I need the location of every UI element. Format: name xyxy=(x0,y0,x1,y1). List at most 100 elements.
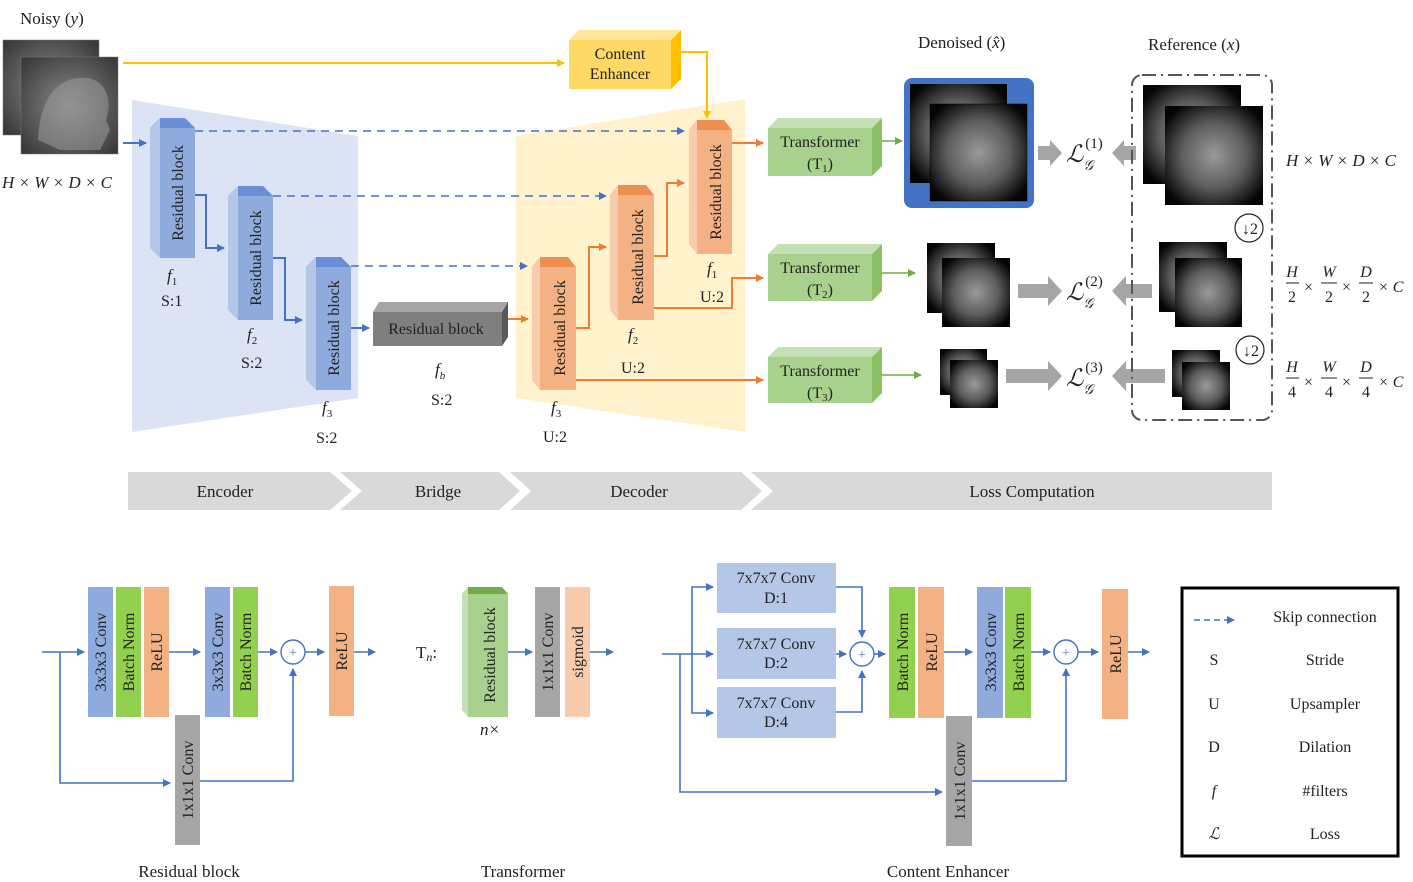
svg-text:Decoder: Decoder xyxy=(610,482,668,501)
bridge-param: S:2 xyxy=(431,392,452,409)
encoder-1-param: S:1 xyxy=(161,293,182,310)
denoised-image-scale-2 xyxy=(927,243,1010,327)
ce-bn-2 xyxy=(1005,587,1031,718)
ce-conv7-d2 xyxy=(717,628,836,679)
svg-text:Residual block: Residual block xyxy=(326,280,343,376)
ce-relu-1 xyxy=(918,587,944,718)
rb-relu-1 xyxy=(144,587,169,717)
reference-image-scale-2 xyxy=(1159,242,1242,327)
decoder-3-param: U:2 xyxy=(543,429,567,446)
svg-text:7x7x7 Conv: 7x7x7 Conv xyxy=(737,695,816,712)
svg-text:Residual block: Residual block xyxy=(708,144,725,240)
reference-title: Reference (x) xyxy=(1148,35,1240,54)
svg-text:Residual block: Residual block xyxy=(388,321,484,338)
svg-text:n×: n× xyxy=(480,720,500,739)
residual-block-detail: 3x3x3 Conv Batch Norm ReLU 3x3x3 Conv Ba… xyxy=(42,586,376,881)
svg-text:W: W xyxy=(1322,359,1337,376)
svg-text:7x7x7 Conv: 7x7x7 Conv xyxy=(737,636,816,653)
svg-text:D: D xyxy=(1359,359,1372,376)
svg-text:ReLU: ReLU xyxy=(1108,634,1125,674)
svg-text:4: 4 xyxy=(1325,384,1333,401)
svg-text:Residual block: Residual block xyxy=(170,145,187,241)
ce-conv3 xyxy=(977,587,1003,718)
svg-text:1x1x1 Conv: 1x1x1 Conv xyxy=(180,741,197,820)
svg-text:#filters: #filters xyxy=(1302,783,1347,800)
ce-bn-1 xyxy=(889,587,915,718)
svg-text:Batch Norm: Batch Norm xyxy=(238,612,255,691)
svg-text:1x1x1 Conv: 1x1x1 Conv xyxy=(952,742,969,821)
svg-text:3x3x3 Conv: 3x3x3 Conv xyxy=(93,613,110,692)
svg-text:D: D xyxy=(1208,739,1220,756)
svg-text:W: W xyxy=(1322,264,1337,281)
rb-conv-1 xyxy=(88,587,113,717)
svg-text:↓2: ↓2 xyxy=(1242,221,1258,238)
svg-text:Residual block: Residual block xyxy=(248,210,265,306)
svg-text:Loss: Loss xyxy=(1310,826,1340,843)
stage-encoder xyxy=(128,472,352,510)
reference-image-scale-1 xyxy=(1143,85,1263,205)
tr-residual-block xyxy=(468,594,508,717)
transformer-1-block: Transformer (T1) xyxy=(768,118,882,176)
encoder-block-3: Residual block xyxy=(306,257,351,390)
rb-shortcut-conv xyxy=(175,715,200,845)
svg-text:Residual block: Residual block xyxy=(482,607,499,703)
decoder-2-param: U:2 xyxy=(621,360,645,377)
svg-text:H: H xyxy=(1285,359,1299,376)
svg-text:2: 2 xyxy=(1362,289,1370,306)
svg-text:Upsampler: Upsampler xyxy=(1290,696,1361,713)
svg-text:ReLU: ReLU xyxy=(334,631,351,671)
loss-2: ℒ𝒢(2) xyxy=(1066,274,1103,312)
svg-text:×: × xyxy=(1342,279,1351,296)
dec2-to-dec1-arrow xyxy=(654,179,685,257)
svg-text:×: × xyxy=(1342,374,1351,391)
reference-dashed-frame xyxy=(1131,74,1273,421)
svg-text:2: 2 xyxy=(1325,289,1333,306)
svg-text:Transformer: Transformer xyxy=(780,260,860,277)
svg-text:sigmoid: sigmoid xyxy=(570,626,587,678)
svg-text:Tn:: Tn: xyxy=(416,643,437,664)
svg-text:Skip connection: Skip connection xyxy=(1273,609,1377,626)
tr-sigmoid xyxy=(565,587,590,717)
svg-text:Batch Norm: Batch Norm xyxy=(121,612,138,691)
encoder-2-filters: f2 xyxy=(247,325,257,347)
loss-1: ℒ𝒢(1) xyxy=(1066,136,1103,174)
loss-1-arrows xyxy=(1038,140,1136,166)
encoder-3-filters: f3 xyxy=(322,398,333,420)
transformer-caption: Transformer xyxy=(481,862,566,881)
content-enhancer-block: Content Enhancer xyxy=(569,30,681,89)
svg-text:Batch Norm: Batch Norm xyxy=(1011,612,1028,691)
svg-text:ℒ: ℒ xyxy=(1208,826,1220,843)
svg-text:D:2: D:2 xyxy=(764,655,788,672)
ce-shortcut-conv xyxy=(946,716,972,846)
svg-text:Batch Norm: Batch Norm xyxy=(895,612,912,691)
stage-decoder xyxy=(510,472,762,510)
dec2-to-t2-arrow xyxy=(654,274,764,309)
dec3-to-dec2-arrow xyxy=(576,243,607,329)
svg-text:+: + xyxy=(1062,646,1070,661)
transformer-detail: Tn: Residual block n× 1x1x1 Conv sigmoid… xyxy=(416,587,614,881)
svg-text:D:1: D:1 xyxy=(764,590,788,607)
svg-text:Transformer: Transformer xyxy=(780,134,860,151)
svg-text:Encoder: Encoder xyxy=(197,482,254,501)
downsample-2: ↓2 xyxy=(1235,335,1265,365)
encoder-block-2: Residual block xyxy=(228,186,273,320)
svg-text:Enhancer: Enhancer xyxy=(590,66,651,83)
scale-2-label: H 2 × W 2 × D 2 × C xyxy=(1285,264,1404,306)
svg-text:(T2): (T2) xyxy=(807,282,833,301)
rb-bn-1 xyxy=(116,587,141,717)
svg-text:ReLU: ReLU xyxy=(924,632,941,672)
ce-relu-2 xyxy=(1102,589,1128,719)
stage-bridge xyxy=(340,472,520,510)
svg-text:(T1): (T1) xyxy=(807,156,833,175)
svg-text:↓2: ↓2 xyxy=(1243,343,1259,360)
denoised-title: Denoised (x̂) xyxy=(918,33,1005,52)
svg-text:2: 2 xyxy=(1288,289,1296,306)
svg-text:3x3x3 Conv: 3x3x3 Conv xyxy=(983,613,1000,692)
svg-text:Bridge: Bridge xyxy=(415,482,461,501)
svg-text:f: f xyxy=(1212,783,1219,800)
bridge-filters: fb xyxy=(435,360,446,382)
svg-text:Residual block: Residual block xyxy=(552,280,569,376)
enhancer-to-decoder-arrow xyxy=(681,51,711,119)
svg-text:×: × xyxy=(1304,279,1313,296)
